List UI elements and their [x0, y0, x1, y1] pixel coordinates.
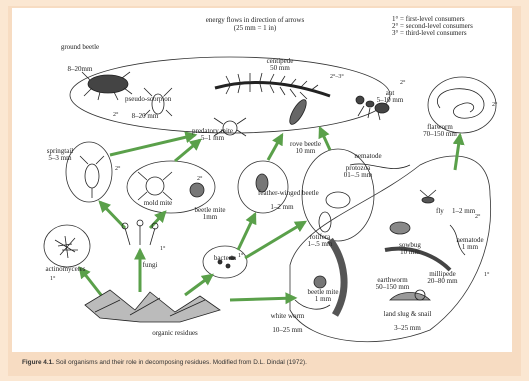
size-protozoa: 01–.5 mm	[338, 172, 378, 179]
arrow-bacteria-feather	[238, 214, 255, 250]
size-springtail: 5–3 mm	[40, 155, 80, 162]
level-marker: 2°	[400, 80, 405, 86]
size-ground-beetle: 8–20mm	[60, 66, 100, 73]
level-marker: 1°	[50, 276, 55, 282]
size-centipede: 50 mm	[260, 65, 300, 72]
label-feather-winged-beetle: feather-winged beetle	[258, 190, 306, 197]
arrow-fungi-springtail	[100, 202, 125, 228]
size-rove-beetle: 10 mm	[283, 148, 328, 155]
label-mold-mite: mold mite	[138, 200, 178, 207]
land-slug-icon	[390, 290, 430, 300]
label-organic-residues: organic residues	[145, 330, 205, 337]
arrow-feather-rove	[268, 135, 282, 160]
beetle-mite-mid-icon	[190, 183, 204, 197]
fly-icon	[420, 190, 436, 203]
label-pseudo-scorpion: pseudo-scorpion	[125, 96, 165, 103]
actinomycetes-icon	[55, 236, 78, 258]
figure-caption: Figure 4.1. Soil organisms and their rol…	[22, 359, 307, 366]
label-fly: fly	[436, 208, 444, 215]
level-marker: 1°	[160, 246, 165, 252]
size-earthworm: 50–150 mm	[370, 284, 415, 291]
diagram-scale: (25 mm = 1 in)	[180, 25, 330, 32]
size-nematode-right: 1 mm	[450, 244, 490, 251]
springtail-icon	[80, 156, 104, 198]
size-pseudo-scorpion: 8–20 mm	[125, 113, 165, 120]
arrow-bacteria-protozoa	[245, 222, 305, 258]
label-white-worm: white worm	[265, 313, 310, 320]
earthworm-icon	[330, 240, 344, 315]
figure-caption-text: Soil organisms and their role in decompo…	[54, 359, 307, 366]
label-land-slug: land slug & snail	[380, 311, 435, 318]
figure-caption-label: Figure 4.1.	[22, 359, 54, 366]
level-marker: 2°–3°	[330, 74, 344, 80]
size-predatory-mite: 5–1 mm	[190, 135, 235, 142]
size-rotifera: 1–.5 mm	[300, 241, 340, 248]
arrow-residues-soil	[230, 298, 295, 300]
level-marker: 1°	[484, 272, 489, 278]
level-marker: 2°	[115, 166, 120, 172]
bacteria-oval	[203, 246, 247, 278]
size-white-worm: 10–25 mm	[265, 327, 310, 334]
centipede-icon	[215, 73, 330, 99]
size-land-slug: 3–25 mm	[380, 325, 435, 332]
mold-mite-icon	[138, 172, 172, 200]
fungi-icon	[122, 220, 158, 245]
label-actinomycetes: actinomycetes	[38, 266, 93, 273]
energy-arrows	[80, 128, 460, 300]
diagram-title: energy flows in direction of arrows	[180, 17, 330, 24]
sowbug-icon	[390, 222, 410, 234]
arrow-residues-bacteria	[185, 275, 212, 295]
flatworm-icon	[437, 89, 484, 119]
size-flatworm: 70–150 mm	[420, 131, 460, 138]
arrow-moldmite-predmite	[175, 140, 200, 161]
level-marker: 2°	[113, 112, 118, 118]
size-ant: 5–10 mm	[375, 97, 405, 104]
legend-third-level: 3° = third-level consumers	[392, 30, 467, 37]
arrow-soil-flatworm	[455, 135, 460, 170]
top-predator-oval	[70, 57, 390, 133]
label-ground-beetle: ground beetle	[60, 44, 100, 51]
size-sowbug: 10 mm	[390, 249, 430, 256]
level-marker: 2°	[475, 214, 480, 220]
level-marker: 2°	[492, 102, 497, 108]
label-fungi: fungi	[135, 262, 165, 269]
arrow-springtail-predmite	[110, 135, 195, 155]
beetle-mite-low-icon	[314, 276, 326, 288]
size-fly: 1–2 mm	[452, 208, 475, 215]
organic-residues-icon	[85, 290, 220, 322]
rove-beetle-icon	[287, 97, 310, 126]
size-millipede: 20–80 mm	[420, 278, 465, 285]
level-marker: 1°	[238, 253, 243, 259]
level-marker: 2°	[197, 176, 202, 182]
label-nematode-top: nematode	[348, 153, 388, 160]
size-feather-winged-beetle: 1–2 mm	[258, 204, 306, 211]
actinomycetes-oval	[44, 225, 90, 267]
size-beetle-mite-mid: 1mm	[190, 214, 230, 221]
size-beetle-mite-low: 1 mm	[303, 296, 343, 303]
